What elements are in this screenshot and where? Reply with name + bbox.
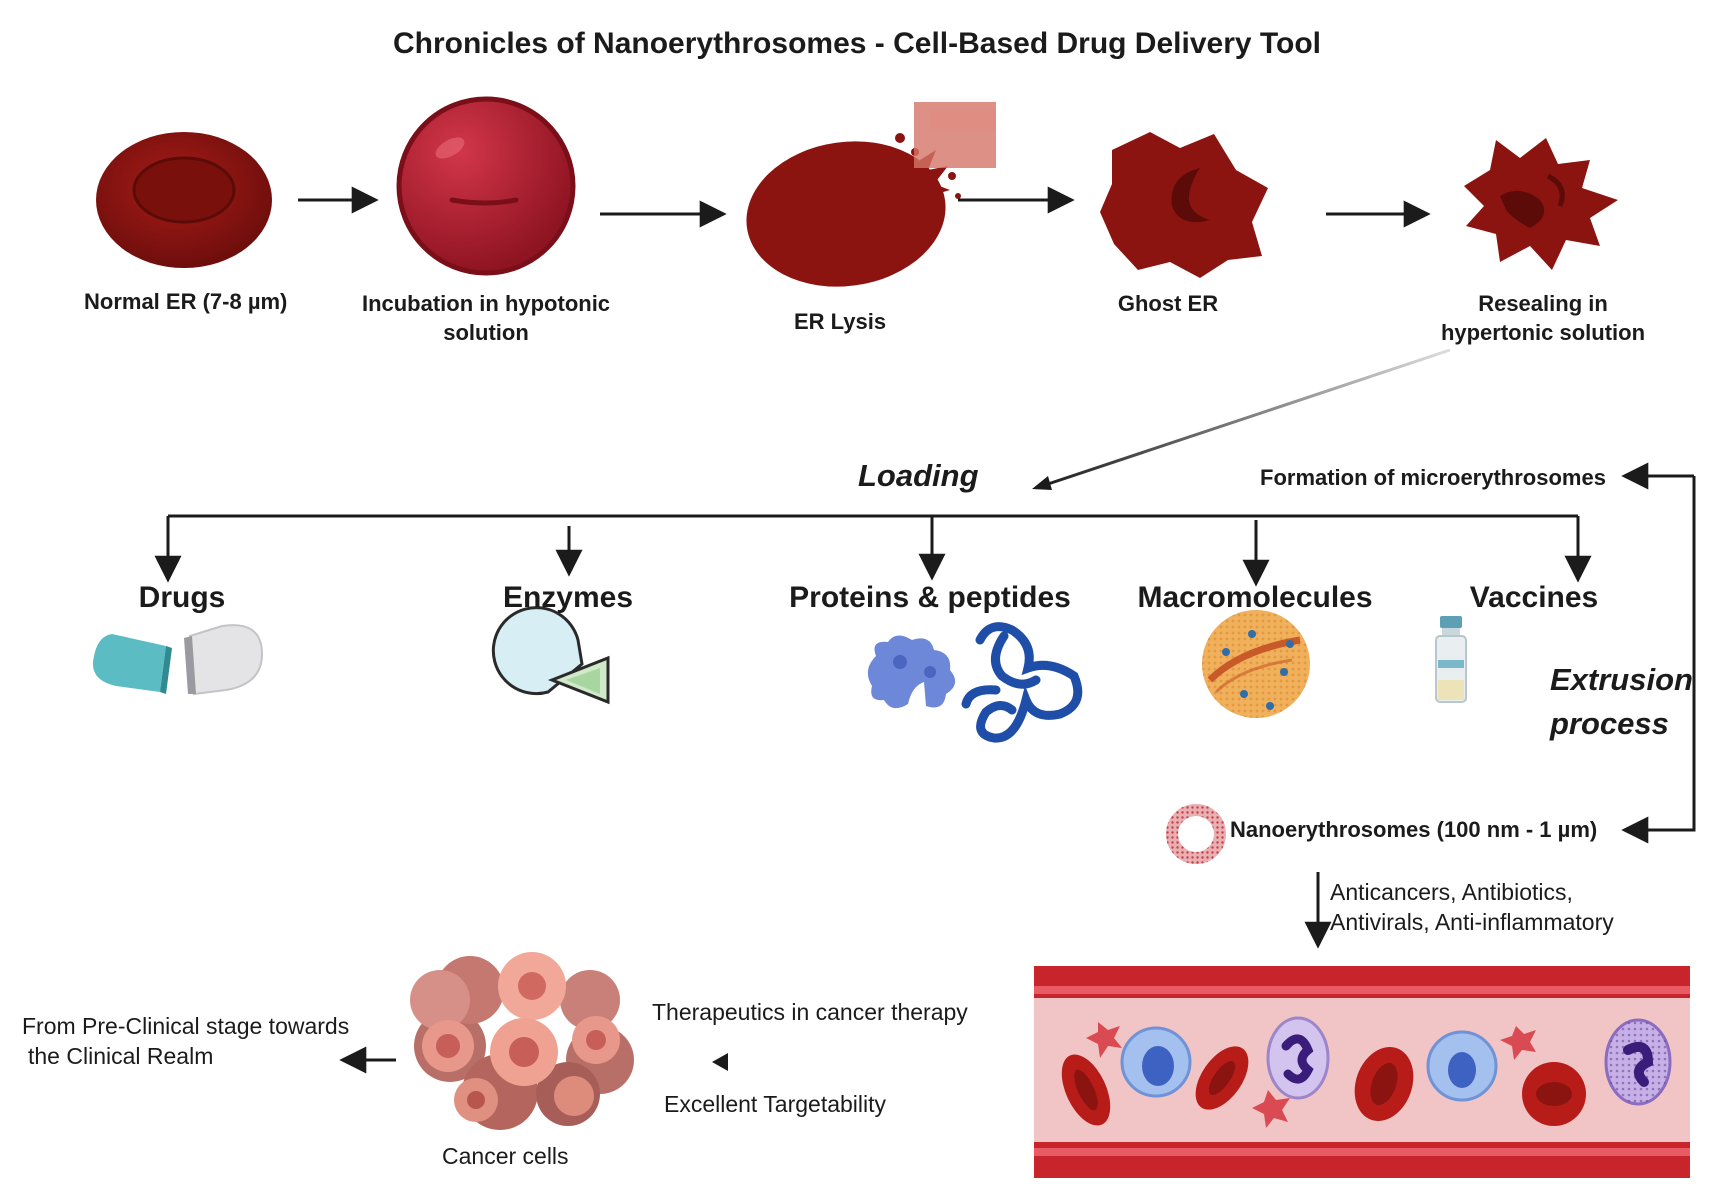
er-lysis-icon <box>746 102 996 287</box>
arrow-to-loading <box>1035 348 1451 490</box>
category-label-macromolecules: Macromolecules <box>1137 581 1373 614</box>
step-label-ghost-er: Ghost ER <box>1117 291 1219 316</box>
hypotonic-er-icon <box>396 96 576 276</box>
cancer-cells-icon <box>410 952 634 1130</box>
loading-label: Loading <box>858 458 979 493</box>
normal-er-icon <box>96 132 272 268</box>
step-label-incubation: Incubation in hypotonic solution <box>361 291 611 345</box>
clinical-label-line1: From Pre-Clinical stage towards <box>22 1013 350 1039</box>
blood-vessel-icon <box>1034 966 1690 1178</box>
targetability-label: Excellent Targetability <box>664 1091 887 1117</box>
category-label-drugs: Drugs <box>138 581 226 614</box>
cancer-cells-label: Cancer cells <box>442 1143 569 1169</box>
step-label-er-lysis: ER Lysis <box>793 309 887 334</box>
capsule-icon <box>92 624 264 696</box>
arrow-extrusion-to-nano <box>1621 476 1696 844</box>
macromolecule-icon <box>1202 610 1310 718</box>
diagram-title: Chronicles of Nanoerythrosomes - Cell-Ba… <box>393 27 1321 60</box>
drug-classes-line1: Anticancers, Antibiotics, <box>1330 879 1573 905</box>
microerythrosomes-label: Formation of microerythrosomes <box>1260 465 1606 490</box>
extrusion-label-line2: process <box>1550 706 1669 741</box>
category-label-proteins: Proteins & peptides <box>789 581 1071 614</box>
category-label-vaccines: Vaccines <box>1469 581 1599 614</box>
enzyme-icon <box>491 606 610 705</box>
therapeutics-label: Therapeutics in cancer therapy <box>652 999 968 1025</box>
nanoerythrosomes-label: Nanoerythrosomes (100 nm - 1 µm) <box>1230 817 1598 842</box>
step-label-normal-er: Normal ER (7-8 µm) <box>84 289 288 314</box>
category-label-enzymes: Enzymes <box>502 581 634 614</box>
clinical-label-line2: the Clinical Realm <box>28 1043 214 1069</box>
drug-classes-line2: Antivirals, Anti-inflammatory <box>1330 909 1614 935</box>
step-label-resealing: Resealing in hypertonic solution <box>1440 291 1646 345</box>
ghost-er-icon <box>1100 132 1268 278</box>
protein-icon <box>867 622 1083 743</box>
nanoerythrosome-icon <box>1166 804 1226 864</box>
extrusion-label-line1: Extrusion <box>1550 662 1693 697</box>
resealed-er-icon <box>1464 138 1618 270</box>
vaccine-vial-icon <box>1435 616 1467 703</box>
